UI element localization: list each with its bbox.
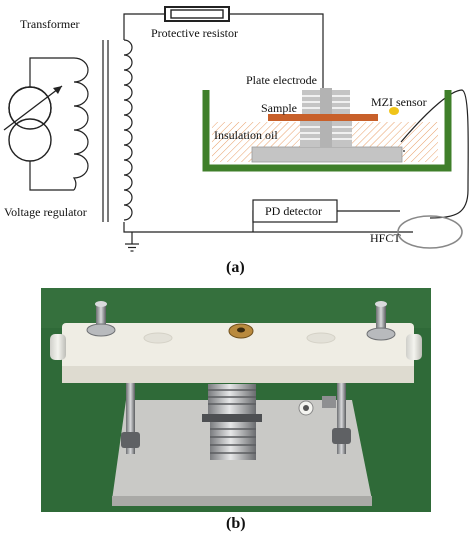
voltage-regulator-symbol — [3, 85, 63, 162]
protective-resistor-label: Protective resistor — [151, 26, 238, 40]
panel-b-photo: (b) — [41, 288, 431, 532]
plate-electrode — [251, 88, 403, 163]
voltage-regulator-label: Voltage regulator — [4, 205, 87, 219]
protective-resistor — [164, 6, 230, 22]
mzi-sensor — [389, 107, 399, 115]
plate-electrode-label: Plate electrode — [246, 73, 317, 87]
sample — [268, 114, 378, 121]
insulation-oil-label: Insulation oil — [214, 128, 278, 142]
hfct-label: HFCT — [370, 231, 401, 245]
support-rods — [121, 382, 351, 454]
transformer-label: Transformer — [20, 17, 80, 31]
brass-nut — [228, 323, 254, 339]
bellows-electrode — [202, 384, 262, 460]
mzi-sensor-label: MZI sensor — [371, 95, 427, 109]
panel-b-caption: (b) — [226, 515, 246, 532]
panel-a-diagram: Transformer Protective resistor Plate el… — [3, 6, 469, 276]
top-insulating-plate — [50, 323, 422, 383]
hfct-ring — [397, 215, 463, 249]
transformer — [72, 39, 133, 222]
pd-detector — [252, 199, 338, 223]
panel-a-caption: (a) — [226, 259, 245, 276]
top-bolts — [86, 301, 396, 341]
sample-label: Sample — [261, 101, 297, 115]
ground-symbol — [125, 243, 139, 252]
sensor-fixture — [298, 396, 336, 416]
pd-detector-label: PD detector — [265, 204, 322, 218]
